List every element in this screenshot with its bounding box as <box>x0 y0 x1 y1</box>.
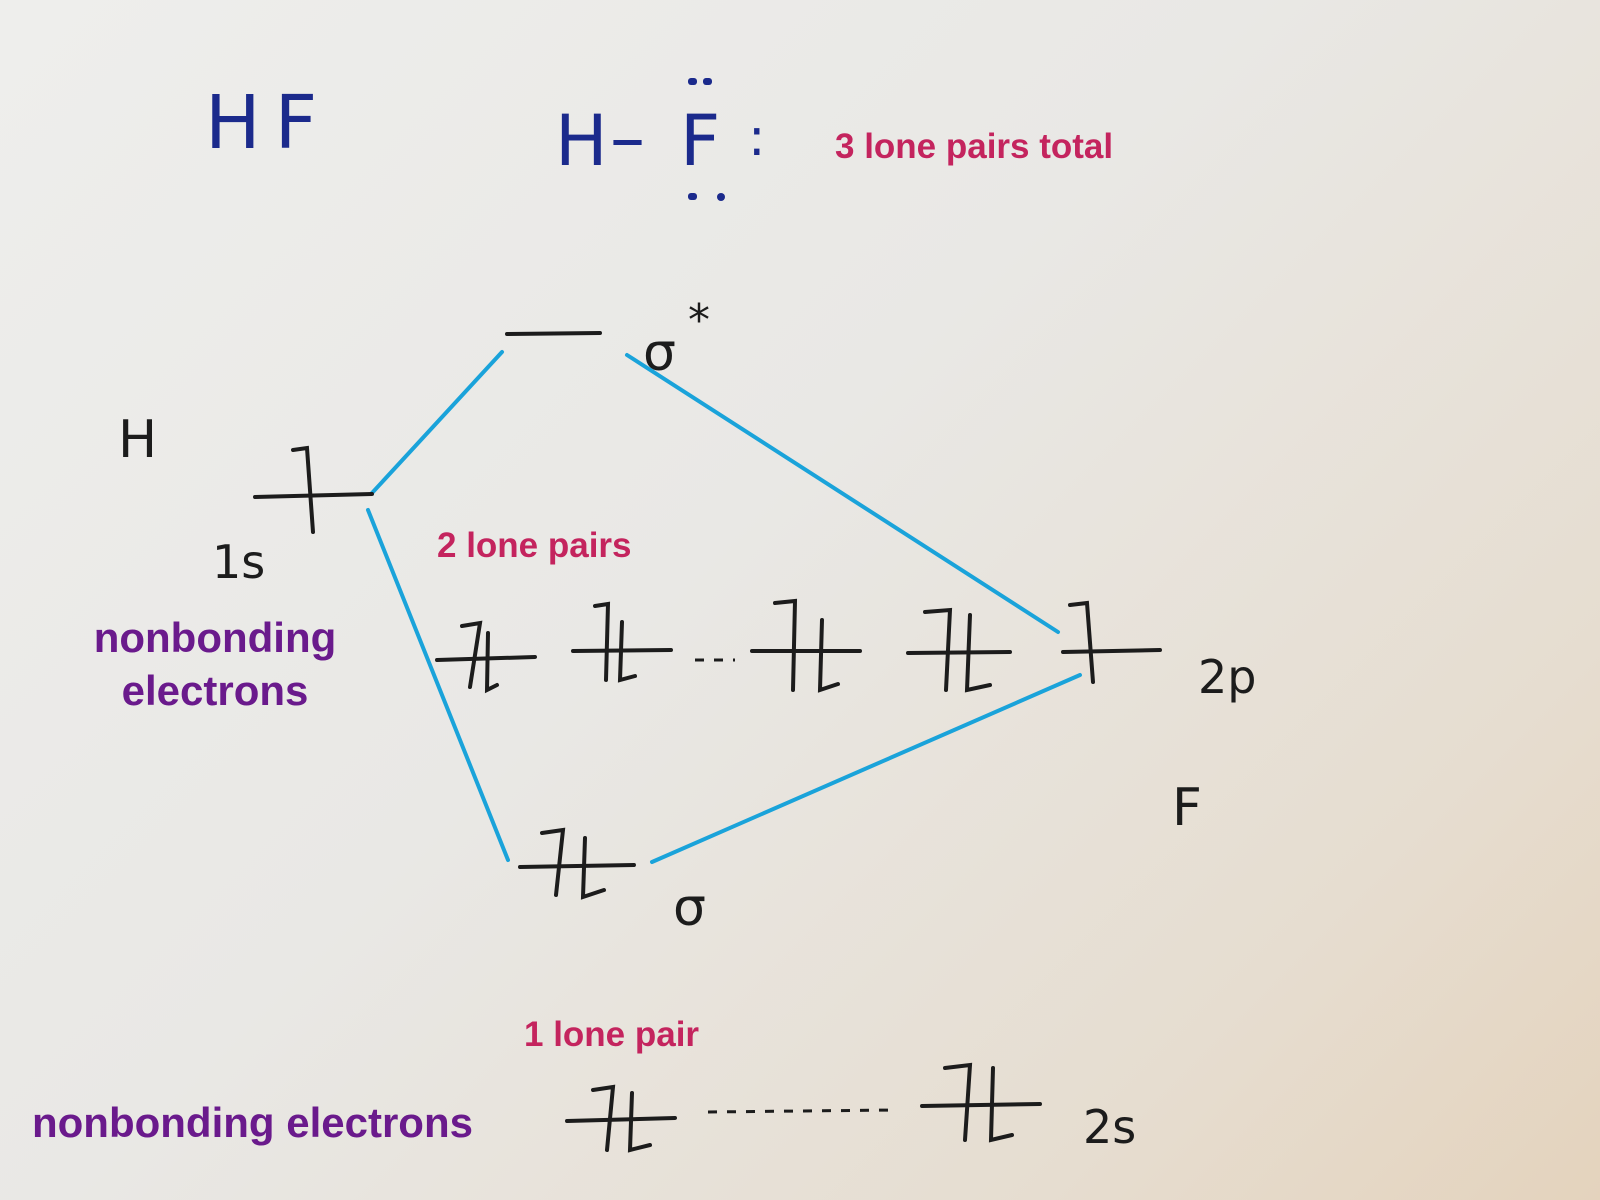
paired-orbital <box>906 607 1012 693</box>
nonbonding-label-line2: electrons <box>122 667 309 714</box>
h-atom-label: H <box>118 410 157 470</box>
sigma-star-orbital <box>505 331 602 336</box>
orbital-correlation-lines <box>366 350 1082 864</box>
f-2p-bonding-orbital <box>1061 600 1162 684</box>
lewis-structure: H – F : <box>555 78 766 201</box>
h1s-to-sigma-star-line <box>370 350 504 495</box>
f-2s-label: 2s <box>1083 1100 1136 1154</box>
paired-orbital <box>920 1062 1042 1143</box>
sigma-bonding-label: σ <box>673 878 706 938</box>
f-2s-orbitals <box>565 1062 1042 1153</box>
nonbonding-bottom-label: nonbonding electrons <box>32 1099 473 1146</box>
nonbonding-2p-orbitals <box>435 598 1012 694</box>
lewis-h: H <box>555 100 608 182</box>
h-1s-label: 1s <box>212 535 265 589</box>
two-lone-pairs-label: 2 lone pairs <box>437 526 632 565</box>
lone-pairs-total-label: 3 lone pairs total <box>835 127 1113 166</box>
sigma-star-asterisk: * <box>688 295 710 346</box>
f2p-to-sigma-star-line <box>625 353 1060 634</box>
lewis-f-right-pair: : <box>748 108 766 168</box>
f-2p-label: 2p <box>1198 650 1256 704</box>
lewis-f: F <box>680 100 720 182</box>
f-atom-label: F <box>1172 778 1202 838</box>
h1s-to-sigma-line <box>366 508 510 862</box>
paired-orbital <box>435 620 537 694</box>
lewis-lone-pair-dots <box>688 78 725 201</box>
lewis-bond: – <box>610 97 645 179</box>
nonbonding-label-line1: nonbonding <box>94 614 337 661</box>
f2p-to-sigma-line <box>650 673 1082 864</box>
h-1s-orbital <box>253 445 374 534</box>
paired-orbital <box>565 1084 677 1153</box>
ellipsis-dots <box>707 1108 896 1114</box>
paired-orbital <box>571 601 673 683</box>
paired-orbital <box>750 598 862 693</box>
electron-up-arrow <box>291 445 315 534</box>
molecule-label: HF <box>205 80 331 166</box>
sigma-bonding-orbital <box>518 827 636 900</box>
sigma-star-label: σ <box>643 323 676 383</box>
one-lone-pair-label: 1 lone pair <box>524 1015 699 1054</box>
